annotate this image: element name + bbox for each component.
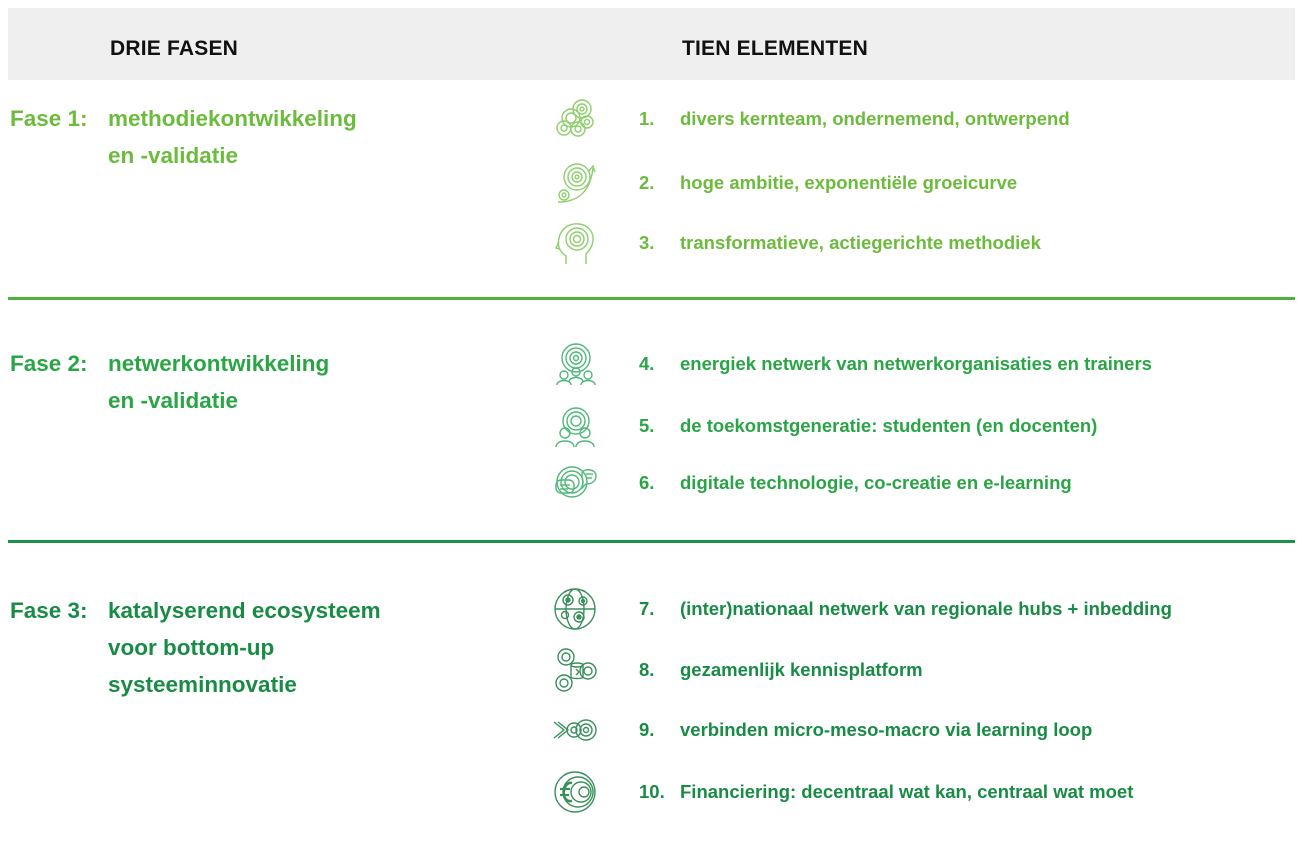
element-5-text: de toekomstgeneratie: studenten (en doce…	[680, 415, 1098, 436]
phase-2-line-1: netwerkontwikkeling	[108, 351, 330, 376]
element-10-number: 10.	[639, 781, 665, 802]
phase-1-label: Fase 1:	[10, 106, 88, 131]
element-10: 10. Financiering: decentraal wat kan, ce…	[550, 769, 1133, 815]
element-4: 4. energiek netwerk van netwerkorganisat…	[550, 341, 1152, 387]
element-3-text: transformatieve, actiegerichte methodiek	[680, 232, 1041, 253]
phase-3-label: Fase 3:	[10, 598, 88, 623]
element-3-number: 3.	[639, 232, 655, 253]
students-icon	[550, 403, 600, 449]
network-people-icon	[550, 341, 600, 387]
phase-1-line-1: methodiekontwikkeling	[108, 106, 357, 131]
divider-2	[8, 540, 1295, 543]
globe-hubs-icon	[550, 586, 600, 632]
element-1-number: 1.	[639, 108, 655, 129]
element-6-number: 6.	[639, 472, 655, 493]
element-8-text: gezamenlijk kennisplatform	[680, 659, 923, 680]
header-left-title: DRIE FASEN	[110, 37, 239, 60]
phase-3-line-2: voor bottom-up	[108, 635, 275, 660]
header-right-title: TIEN ELEMENTEN	[682, 37, 868, 60]
element-7-text: (inter)nationaal netwerk van regionale h…	[680, 598, 1172, 619]
element-4-text: energiek netwerk van netwerkorganisaties…	[680, 353, 1152, 374]
element-5-number: 5.	[639, 415, 655, 436]
element-2: 2. hoge ambitie, exponentiële groeicurve	[550, 160, 1017, 206]
learning-loop-icon	[550, 707, 600, 753]
phase-1-line-2: en -validatie	[108, 143, 239, 168]
element-4-number: 4.	[639, 353, 655, 374]
element-8-number: 8.	[639, 659, 655, 680]
element-10-text: Financiering: decentraal wat kan, centra…	[680, 781, 1134, 802]
element-1-text: divers kernteam, ondernemend, ontwerpend	[680, 108, 1070, 129]
element-5: 5. de toekomstgeneratie: studenten (en d…	[550, 403, 1097, 449]
element-7-number: 7.	[639, 598, 655, 619]
element-1: 1. divers kernteam, ondernemend, ontwerp…	[550, 96, 1070, 142]
phase-2-label: Fase 2:	[10, 351, 88, 376]
header-bar: DRIE FASEN TIEN ELEMENTEN	[8, 8, 1295, 80]
phase-3-line-1: katalyserend ecosysteem	[108, 598, 381, 623]
phase-3-line-3: systeeminnovatie	[108, 672, 297, 697]
element-6: 6. digitale technologie, co-creatie en e…	[550, 460, 1072, 506]
knowledge-platform-icon	[550, 647, 600, 693]
chat-bubbles-icon	[550, 460, 600, 506]
team-spheres-icon	[550, 96, 600, 142]
divider-1	[8, 297, 1295, 300]
element-6-text: digitale technologie, co-creatie en e-le…	[680, 472, 1072, 493]
element-2-number: 2.	[639, 172, 655, 193]
element-9-text: verbinden micro-meso-macro via learning …	[680, 719, 1093, 740]
element-7: 7. (inter)nationaal netwerk van regional…	[550, 586, 1172, 632]
growth-curve-icon	[550, 160, 600, 206]
phase-2-line-2: en -validatie	[108, 388, 239, 413]
element-9: 9. verbinden micro-meso-macro via learni…	[550, 707, 1092, 753]
element-8: 8. gezamenlijk kennisplatform	[550, 647, 923, 693]
euro-icon	[550, 769, 600, 815]
element-9-number: 9.	[639, 719, 655, 740]
element-3: 3. transformatieve, actiegerichte method…	[550, 220, 1041, 266]
head-spiral-icon	[550, 220, 600, 266]
element-2-text: hoge ambitie, exponentiële groeicurve	[680, 172, 1018, 193]
